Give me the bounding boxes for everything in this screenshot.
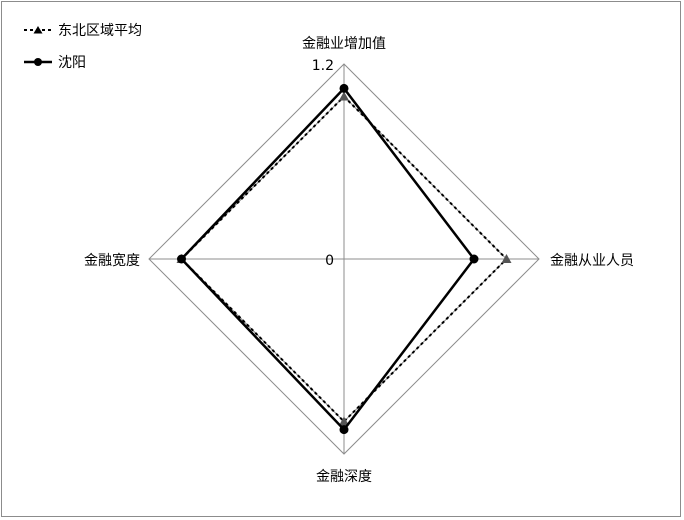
axis-label-bottom: 金融深度: [316, 469, 372, 485]
legend-label-regional-average: 东北区域平均: [58, 23, 142, 39]
triangle-marker-icon: [33, 26, 43, 34]
axis-label-left: 金融宽度: [84, 252, 140, 269]
legend: 东北区域平均 沈阳: [24, 23, 142, 71]
tick-label-zero: 0: [325, 253, 334, 269]
series-0-marker-1: [501, 254, 512, 263]
tick-label-max: 1.2: [312, 58, 334, 74]
series-1-marker-0: [339, 83, 349, 93]
axis-label-top: 金融业增加值: [302, 36, 386, 52]
series-0-marker-2: [339, 416, 349, 426]
legend-item-regional-average: 东北区域平均: [24, 23, 142, 39]
circle-marker-icon: [34, 58, 42, 66]
series-1-marker-2: [339, 425, 349, 435]
series-0-marker-0: [339, 91, 349, 101]
series-1-marker-1: [469, 254, 479, 264]
legend-label-shenyang: 沈阳: [58, 55, 86, 71]
legend-item-shenyang: 沈阳: [24, 55, 86, 71]
radar-grid: [148, 63, 540, 455]
axis-label-right: 金融从业人员: [550, 253, 634, 269]
series-1-marker-3: [177, 254, 186, 264]
radar-series: [176, 83, 512, 435]
radar-labels: 金融业增加值 金融从业人员 金融深度 金融宽度 0 1.2: [84, 36, 634, 485]
